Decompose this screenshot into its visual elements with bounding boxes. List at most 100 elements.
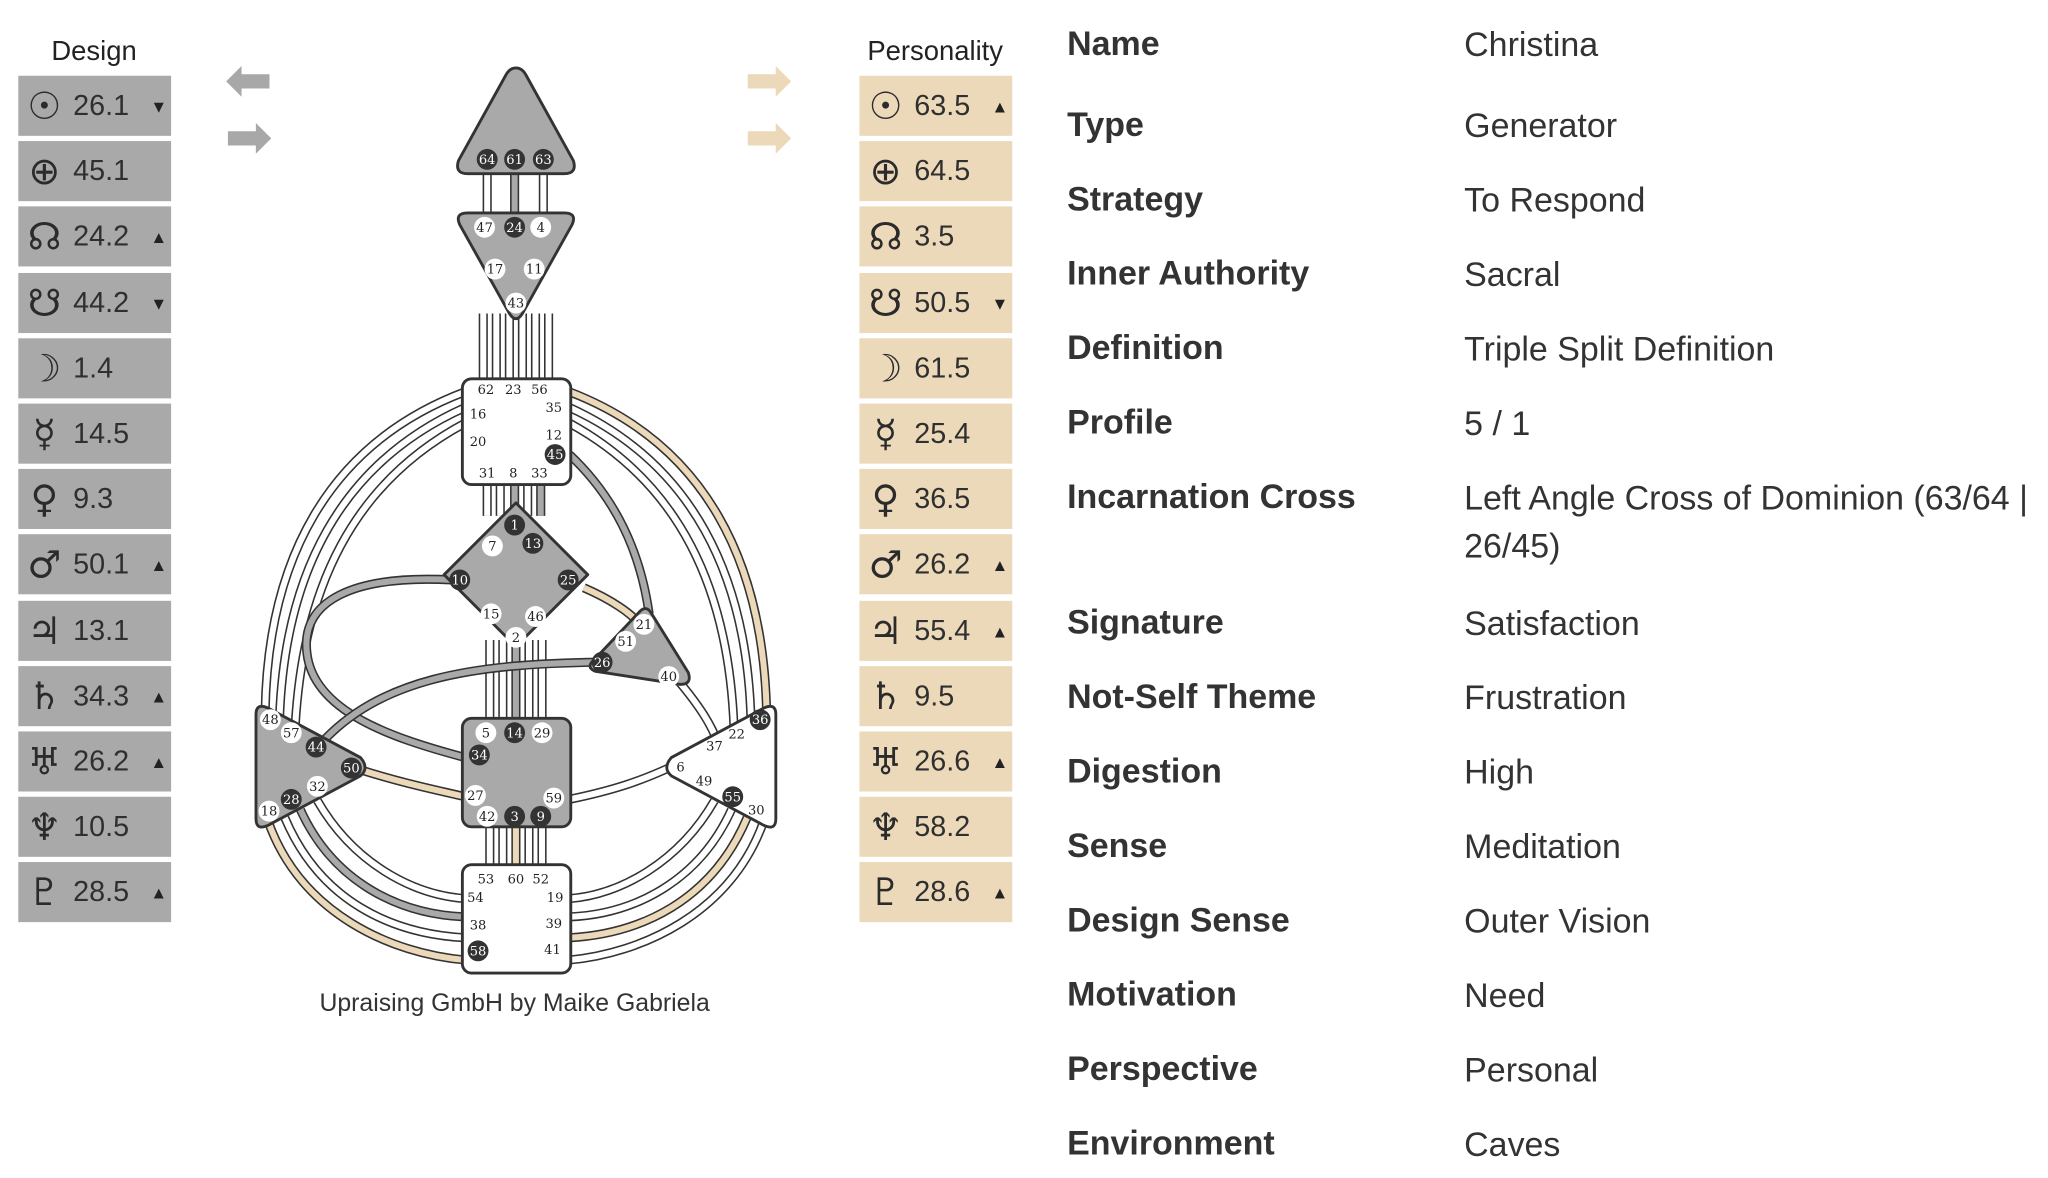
gate-number: 37 <box>706 739 723 754</box>
activation-value: 50.5 <box>914 285 971 319</box>
design-activation-row[interactable]: ♂50.1▲ <box>18 534 172 595</box>
gate-number: 7 <box>488 540 496 555</box>
gate-number: 23 <box>505 383 522 398</box>
gate-marker <box>481 535 503 557</box>
gate-number: 11 <box>526 263 543 278</box>
channel <box>569 798 719 904</box>
property-value: Triple Split Definition <box>1464 329 1775 369</box>
personality-activation-row[interactable]: ☽61.5 <box>859 337 1013 399</box>
gate-number: 43 <box>508 297 525 312</box>
gate-number: 20 <box>470 435 487 450</box>
activation-value: 64.5 <box>914 154 971 188</box>
property-value: Generator <box>1464 105 1618 145</box>
personality-activation-row[interactable]: ♆58.2 <box>859 796 1013 857</box>
earth-icon: ⊕ <box>869 149 902 194</box>
design-arrow-right-icon: ➡ <box>224 104 273 172</box>
activation-value: 28.6 <box>914 875 971 909</box>
gate-active-marker <box>504 148 526 170</box>
gate-number: 29 <box>534 726 551 741</box>
design-activation-row[interactable]: ☋44.2▼ <box>18 272 172 333</box>
activation-value: 63.5 <box>914 88 971 122</box>
gate-number: 56 <box>531 383 548 398</box>
gate-number: 59 <box>545 792 562 807</box>
design-activation-row[interactable]: ☿14.5 <box>18 403 172 464</box>
personality-activation-row[interactable]: ♅26.6▲ <box>859 731 1013 792</box>
channel-fill <box>362 767 466 800</box>
property-value: Outer Vision <box>1464 901 1651 941</box>
personality-activation-row[interactable]: ♀36.5 <box>859 469 1013 530</box>
design-activation-row[interactable]: ♅26.2▲ <box>18 731 172 792</box>
channels <box>260 172 772 965</box>
north-node-icon: ☊ <box>27 214 62 260</box>
venus-icon: ♀ <box>30 476 59 522</box>
personality-activation-row[interactable]: ♇28.6▲ <box>859 862 1013 923</box>
gate-number: 35 <box>545 401 562 416</box>
design-activation-row[interactable]: ♃13.1 <box>18 600 172 661</box>
gate-marker <box>306 775 328 797</box>
personality-activation-row[interactable]: ☊3.5 <box>859 206 1013 267</box>
design-activation-row[interactable]: ⊕45.1 <box>18 141 172 202</box>
gate-active-marker <box>467 940 489 962</box>
venus-icon: ♀ <box>871 476 900 522</box>
detriment-triangle-icon: ▼ <box>150 293 168 313</box>
design-activation-row[interactable]: ♆10.5 <box>18 796 172 857</box>
activation-value: 10.5 <box>73 809 130 843</box>
north-node-icon: ☊ <box>868 214 903 260</box>
gate-active-marker <box>305 736 327 758</box>
throat-center <box>460 377 573 487</box>
activation-value: 26.2 <box>914 547 971 581</box>
gate-marker <box>530 216 552 238</box>
channel-fill <box>568 765 670 803</box>
design-activation-row[interactable]: ☉26.1▼ <box>18 75 172 136</box>
channel-fill <box>303 576 466 761</box>
personality-activation-row[interactable]: ♃55.4▲ <box>859 600 1013 661</box>
personality-activation-row[interactable]: ☿25.4 <box>859 403 1013 464</box>
uranus-icon: ♅ <box>868 739 903 784</box>
channel-fill <box>297 808 466 920</box>
design-activation-row[interactable]: ♄34.3▲ <box>18 665 172 726</box>
design-activation-row[interactable]: ♇28.5▲ <box>18 862 172 923</box>
gate-number: 1 <box>510 519 518 534</box>
personality-activation-row[interactable]: ☉63.5▲ <box>859 75 1013 136</box>
gate-number: 62 <box>478 383 495 398</box>
personality-activation-row[interactable]: ☋50.5▼ <box>859 272 1013 333</box>
gate-number: 48 <box>262 713 279 728</box>
gate-number: 15 <box>483 607 500 622</box>
gate-marker <box>484 258 506 280</box>
gate-active-marker <box>340 757 362 779</box>
design-activation-row[interactable]: ☽1.4 <box>18 337 172 399</box>
gate-number: 55 <box>724 790 741 805</box>
detriment-triangle-icon: ▼ <box>991 293 1009 313</box>
design-activation-row[interactable]: ♀9.3 <box>18 469 172 530</box>
personality-activation-row[interactable]: ♄9.5 <box>859 665 1013 726</box>
personality-activation-row[interactable]: ♂26.2▲ <box>859 534 1013 595</box>
channel-fill <box>567 452 653 615</box>
gate-marker <box>258 800 280 822</box>
channel-fill <box>276 404 467 719</box>
uranus-icon: ♅ <box>27 739 62 784</box>
earth-icon: ⊕ <box>28 149 61 194</box>
gate-number: 32 <box>309 780 326 795</box>
property-value: Left Angle Cross of Dominion (63/64 | 26… <box>1464 478 2028 566</box>
property-value: Sacral <box>1464 254 1561 294</box>
property-value: Meditation <box>1464 826 1621 866</box>
gate-active-marker <box>749 709 771 731</box>
gate-number: 39 <box>545 917 562 932</box>
gate-number: 22 <box>728 728 745 743</box>
property-label: Perspective <box>1067 1048 1258 1088</box>
exalted-triangle-icon: ▲ <box>991 96 1009 117</box>
personality-activation-row[interactable]: ⊕ 64.5 <box>859 141 1013 202</box>
gate-number: 10 <box>451 573 468 588</box>
property-label: Digestion <box>1067 751 1222 791</box>
activation-value: 25.4 <box>914 416 971 450</box>
gate-marker <box>633 613 655 635</box>
gate-number: 8 <box>509 466 517 481</box>
design-activation-row[interactable]: ☊24.2▲ <box>18 206 172 267</box>
gate-number: 41 <box>544 943 561 958</box>
gate-number: 40 <box>660 670 677 685</box>
property-value: Christina <box>1464 24 1599 64</box>
activation-value: 28.5 <box>73 875 130 909</box>
gate-number: 31 <box>479 466 496 481</box>
property-label: Not-Self Theme <box>1067 676 1317 716</box>
